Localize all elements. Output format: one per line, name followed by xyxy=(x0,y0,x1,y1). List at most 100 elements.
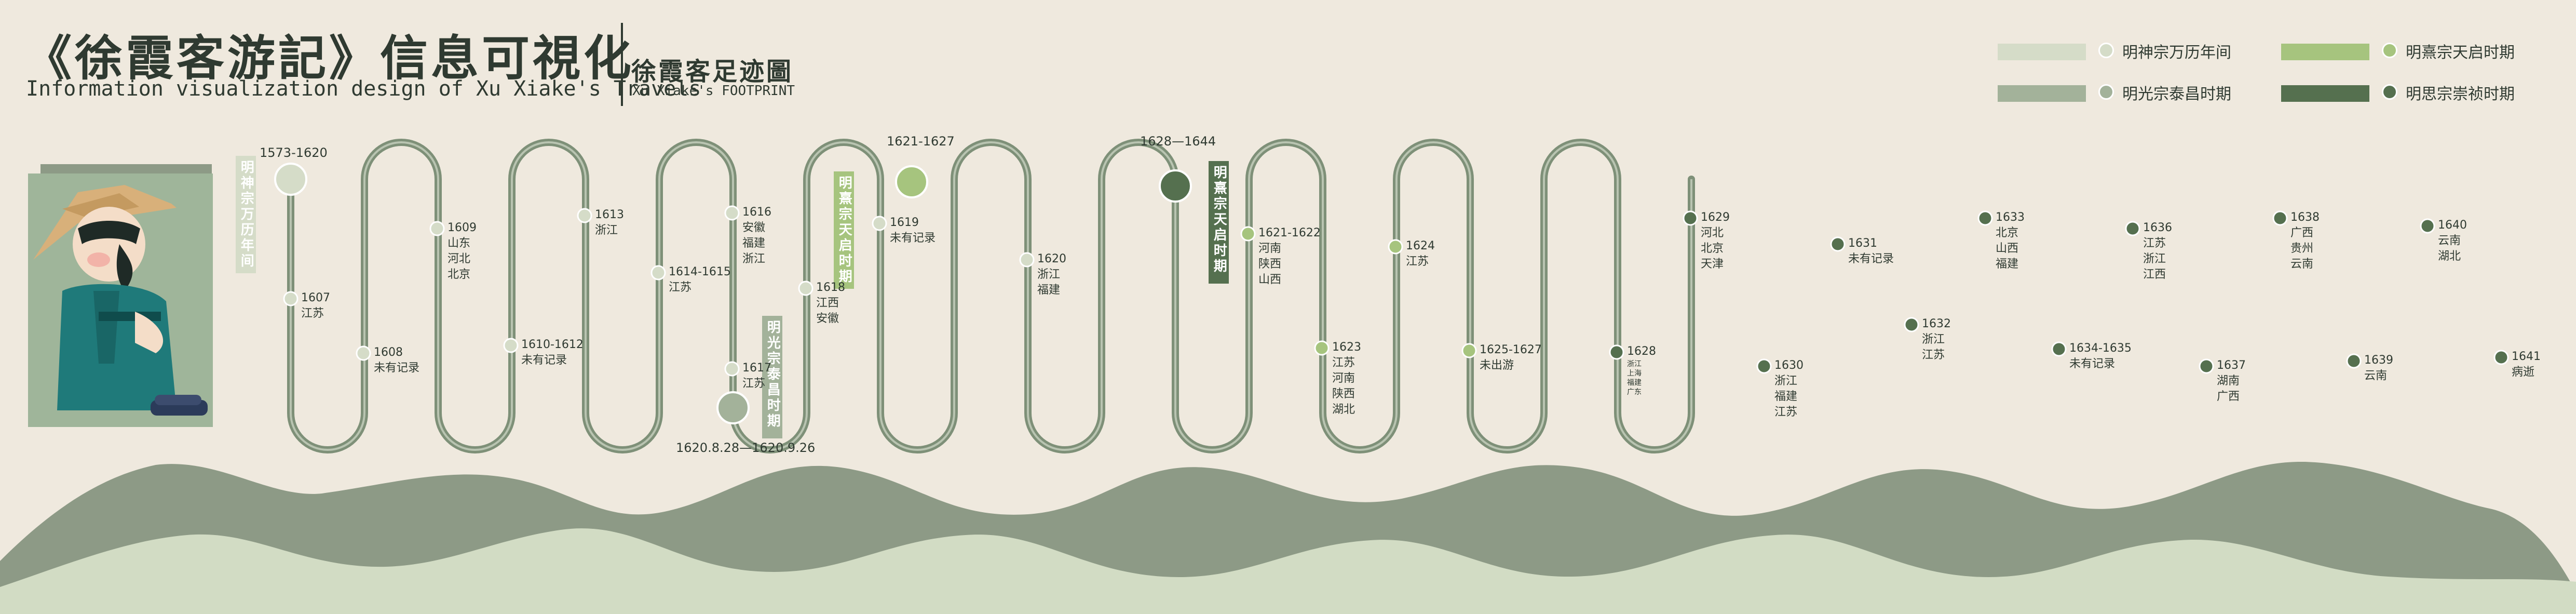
stop-place: 江苏 xyxy=(1406,255,1429,268)
stop-place: 广东 xyxy=(1627,388,1642,396)
stop-year: 1641 xyxy=(2512,350,2541,363)
legend-label: 明神宗万历年间 xyxy=(2122,44,2231,62)
stop-place: 山西 xyxy=(1258,273,1282,286)
stop-year: 1629 xyxy=(1701,211,1730,224)
era-name-label: 明熹宗天启时期 xyxy=(1209,161,1229,284)
stop-place: 湖北 xyxy=(2438,250,2461,263)
stop-place: 北京 xyxy=(448,268,471,281)
stop-marker xyxy=(1977,210,1993,226)
legend-label: 明思宗崇祯时期 xyxy=(2406,85,2515,103)
stop-annotation: 1629 河北北京天津 xyxy=(1701,210,1730,272)
stop-year: 1620 xyxy=(1037,252,1066,265)
stop-marker xyxy=(577,208,592,223)
stop-place: 湖北 xyxy=(1332,403,1355,416)
stop-place: 河北 xyxy=(1701,226,1724,239)
era-years-label: 1620.8.28—1620.9.26 xyxy=(676,441,816,455)
page-title: 《徐霞客游記》信息可視化 xyxy=(24,30,635,86)
era-marker xyxy=(895,165,928,198)
stop-marker xyxy=(2493,350,2509,365)
stop-place: 贵州 xyxy=(2290,242,2314,255)
legend-swatch xyxy=(2281,44,2369,60)
stop-year: 1631 xyxy=(1848,237,1877,250)
stop-place: 陕西 xyxy=(1258,258,1282,271)
era-name-label: 明神宗万历年间 xyxy=(236,156,256,273)
stop-place: 安徽 xyxy=(816,312,839,325)
stop-marker xyxy=(2051,341,2067,357)
stop-place: 云南 xyxy=(2438,234,2461,247)
stop-place: 山东 xyxy=(448,237,471,250)
stop-place: 陕西 xyxy=(1332,388,1355,401)
stop-marker xyxy=(1609,344,1624,360)
stop-place: 浙江 xyxy=(1627,360,1642,368)
stop-place: 广西 xyxy=(2217,390,2240,403)
stop-place: 天津 xyxy=(1701,258,1724,271)
stop-place: 江苏 xyxy=(669,281,692,294)
legend-swatch xyxy=(2281,85,2369,102)
stop-marker xyxy=(283,291,299,306)
title-divider xyxy=(621,23,623,106)
stop-place: 浙江 xyxy=(1037,268,1061,281)
stop-place: 上海 xyxy=(1627,369,1642,378)
stop-place: 江苏 xyxy=(1922,349,1945,362)
legend-dot xyxy=(2098,84,2114,100)
era-years-label: 1621-1627 xyxy=(887,134,955,149)
map-subtitle: Xu Xiake's FOOTPRINT xyxy=(632,83,795,99)
stop-year: 1608 xyxy=(374,346,403,359)
stop-year: 1624 xyxy=(1406,239,1435,252)
stop-marker xyxy=(1314,340,1330,356)
stop-year: 1636 xyxy=(2143,221,2172,234)
stop-marker xyxy=(1683,210,1698,226)
legend-dot xyxy=(2098,43,2114,58)
stop-place: 浙江 xyxy=(595,224,618,237)
stop-place: 江西 xyxy=(2143,268,2166,281)
stop-year: 1614-1615 xyxy=(669,265,731,278)
stop-place: 云南 xyxy=(2364,369,2388,382)
era-marker xyxy=(1159,169,1192,203)
stop-place: 广西 xyxy=(2290,226,2314,239)
stop-place: 河南 xyxy=(1332,372,1355,385)
stop-place: 未有记录 xyxy=(374,362,420,375)
stop-annotation: 1608 未有记录 xyxy=(374,345,419,376)
stop-annotation: 1620 浙江福建 xyxy=(1037,251,1066,298)
stop-place: 北京 xyxy=(1701,242,1724,255)
stop-place: 江西 xyxy=(816,297,839,310)
stop-year: 1639 xyxy=(2364,354,2393,367)
stop-marker xyxy=(1756,358,1772,374)
stop-place: 未有记录 xyxy=(521,354,567,367)
stop-marker xyxy=(1388,239,1403,255)
map-title: 徐霞客足迹圖 xyxy=(631,57,794,86)
stop-place: 河南 xyxy=(1258,242,1282,255)
stop-annotation: 1639 云南 xyxy=(2364,353,2393,384)
legend-label: 明光宗泰昌时期 xyxy=(2122,85,2231,103)
stop-place: 未有记录 xyxy=(1848,252,1894,265)
stop-year: 1610-1612 xyxy=(521,338,584,351)
stop-year: 1613 xyxy=(595,208,624,221)
era-years-label: 1628—1644 xyxy=(1140,134,1216,149)
legend-dot xyxy=(2382,84,2397,100)
stop-annotation: 1631 未有记录 xyxy=(1848,236,1894,267)
stop-place: 安徽 xyxy=(742,221,766,234)
stop-place: 福建 xyxy=(1774,390,1798,403)
stop-place: 浙江 xyxy=(2143,252,2166,265)
stop-marker xyxy=(1019,252,1035,268)
stop-place: 福建 xyxy=(1037,284,1061,297)
stop-place: 浙江 xyxy=(742,252,766,265)
stop-year: 1619 xyxy=(890,216,919,229)
stop-year: 1632 xyxy=(1922,317,1951,330)
stop-place: 山西 xyxy=(1996,242,2019,255)
stop-marker xyxy=(429,221,445,236)
stop-marker xyxy=(650,265,666,281)
stop-marker xyxy=(2420,218,2435,234)
stop-year: 1607 xyxy=(301,291,330,304)
stop-year: 1637 xyxy=(2217,359,2246,372)
stop-year: 1621-1622 xyxy=(1258,226,1321,239)
legend-swatch xyxy=(1998,44,2086,60)
era-marker xyxy=(716,391,750,424)
